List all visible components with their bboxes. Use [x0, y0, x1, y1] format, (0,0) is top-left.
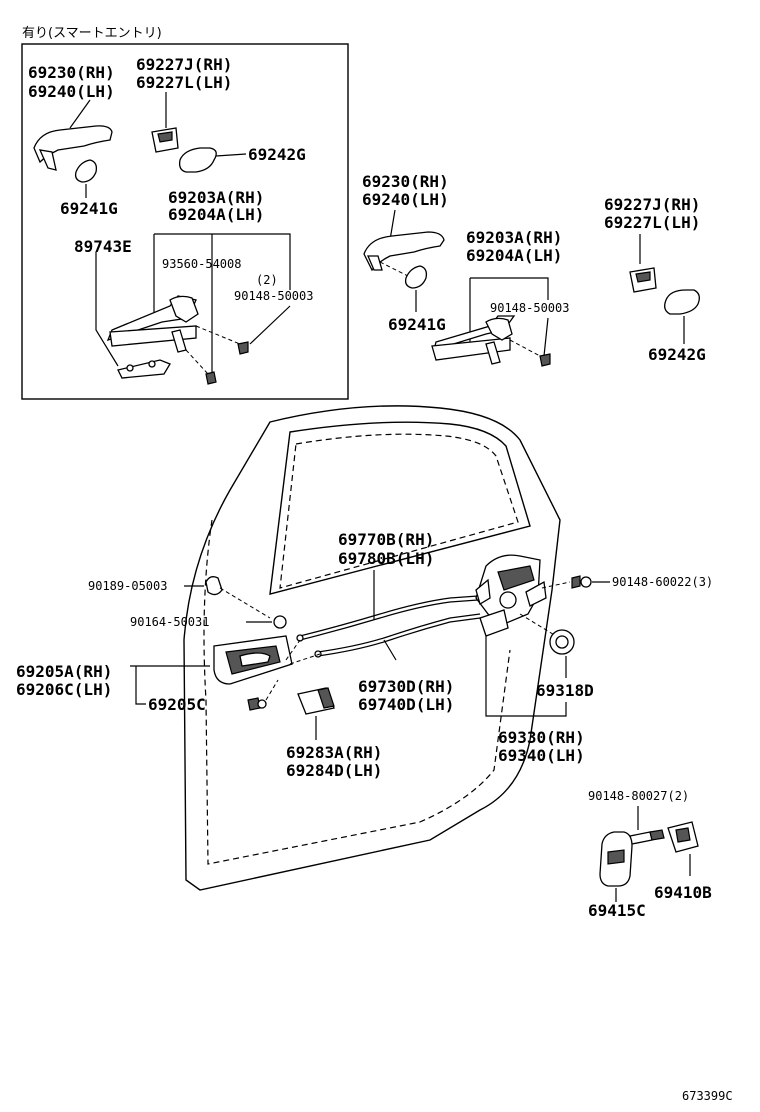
inset-handle-frame [106, 295, 199, 379]
inset-pad-69242g [178, 147, 247, 173]
upper-handle-rh-label: 69230(RH) [362, 172, 449, 191]
inset-handle-rh-label: 69230(RH) [28, 63, 115, 82]
plate-69415c [599, 831, 633, 887]
screw-90164 [273, 615, 287, 629]
upper-cover-rh-label: 69227J(RH) [604, 195, 700, 214]
screw-90148-60022 [571, 575, 592, 589]
striker-label: 69410B [654, 883, 712, 902]
inset-frame-lh-label: 69204A(LH) [168, 205, 264, 224]
cover-69283a [297, 687, 335, 715]
striker-69410b [667, 821, 699, 853]
inset-93560-qty: (2) [256, 273, 278, 287]
plate-label: 69415C [588, 901, 646, 920]
upper-pad-241g-label: 69241G [388, 315, 446, 334]
inset-cover-rh-label: 69227J(RH) [136, 55, 232, 74]
upper-outside-handle [363, 231, 445, 272]
lock-rh-label: 69330(RH) [498, 728, 585, 747]
upper-frame-lh-label: 69204A(LH) [466, 246, 562, 265]
part-69205c [247, 697, 267, 711]
part-69205c-label: 69205C [148, 695, 206, 714]
cable2-lh-label: 69740D(LH) [358, 695, 454, 714]
cap-69318d-label: 69318D [536, 681, 594, 700]
cable-69730d [314, 613, 481, 658]
inset-frame [21, 43, 349, 400]
figure-code: 673399C [682, 1089, 733, 1103]
upper-handle-frame [431, 315, 516, 365]
upper-handle-lh-label: 69240(LH) [362, 190, 449, 209]
inset-bolt-a [205, 371, 217, 385]
cable2-rh-label: 69730D(RH) [358, 677, 454, 696]
upper-cover-lh-label: 69227L(LH) [604, 213, 700, 232]
inset-89743e-label: 89743E [74, 237, 132, 256]
inset-pad-g-label: 69242G [248, 145, 306, 164]
upper-frame-rh-label: 69203A(RH) [466, 228, 562, 247]
inset-bracket [154, 233, 291, 290]
lock-lh-label: 69340(LH) [498, 746, 585, 765]
cover2-rh-label: 69283A(RH) [286, 743, 382, 762]
inside-lh-label: 69206C(LH) [16, 680, 112, 699]
inset-bolt-b [237, 341, 249, 355]
inside-handle [213, 635, 293, 685]
upper-handle-cover [629, 267, 657, 293]
inset-93560-label: 93560-54008 [162, 257, 241, 271]
screw-90164-label: 90164-50031 [130, 615, 209, 629]
inset-90148-label: 90148-50003 [234, 289, 313, 303]
upper-90148-label: 90148-50003 [490, 301, 569, 315]
cable-lh-label: 69780B(LH) [338, 549, 434, 568]
cable-rh-label: 69770B(RH) [338, 530, 434, 549]
cable-69770b [296, 595, 479, 642]
inset-outside-handle [33, 99, 113, 171]
screw-90189 [205, 576, 223, 596]
inset-pad-241g-label: 69241G [60, 199, 118, 218]
inset-frame-rh-label: 69203A(RH) [168, 188, 264, 207]
inset-pad-69241g [74, 159, 98, 198]
cap-69318d [549, 629, 575, 655]
door-lock-assembly [475, 554, 547, 637]
upper-bolt [539, 353, 551, 367]
inside-rh-label: 69205A(RH) [16, 662, 112, 681]
inset-cover-lh-label: 69227L(LH) [136, 73, 232, 92]
screw-90148-60022-label: 90148-60022(3) [612, 575, 713, 589]
inset-title: 有り(スマートエントリ) [22, 26, 162, 41]
upper-pad-g-label: 69242G [648, 345, 706, 364]
inset-handle-cover [151, 92, 179, 153]
upper-pad-69241g [404, 265, 428, 289]
striker-screw [629, 829, 665, 845]
upper-pad-69242g [664, 289, 700, 315]
inset-handle-lh-label: 69240(LH) [28, 82, 115, 101]
striker-screw-label: 90148-80027(2) [588, 789, 689, 803]
screw-90189-label: 90189-05003 [88, 579, 167, 593]
cover2-lh-label: 69284D(LH) [286, 761, 382, 780]
